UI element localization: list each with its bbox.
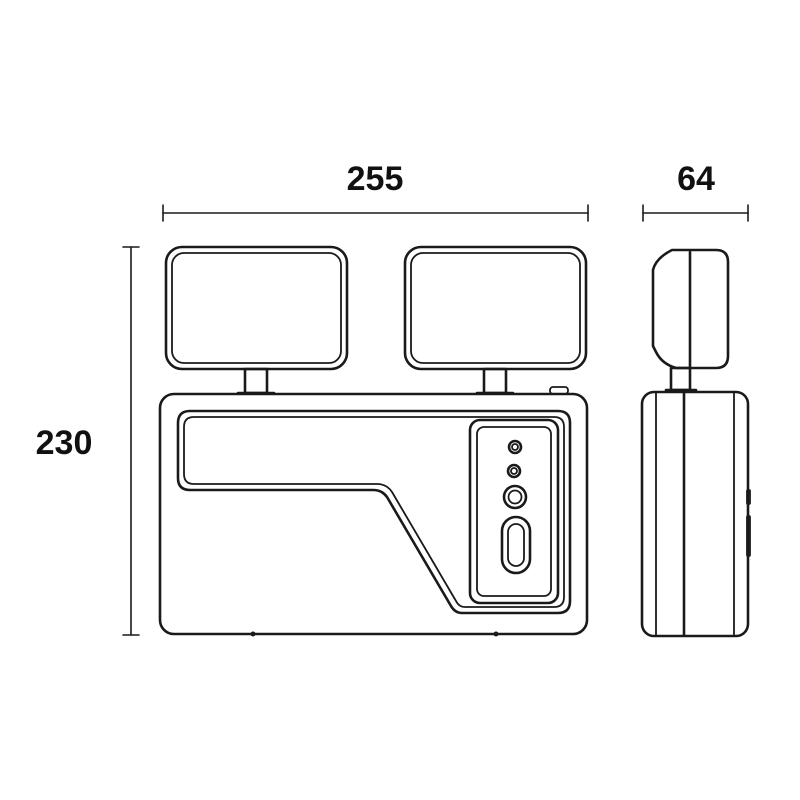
left-lamp-inner	[171, 252, 342, 364]
depth-dimension: 64	[642, 160, 749, 222]
test-button	[502, 484, 528, 510]
left-lamp-outer	[164, 245, 349, 371]
left-stem-post	[243, 367, 269, 395]
switch-inner	[507, 523, 525, 567]
left-lamp-head	[164, 245, 349, 371]
side-lamp-head	[651, 248, 730, 370]
test-button-core	[507, 489, 523, 505]
left-lamp-stem	[236, 367, 276, 395]
height-label: 230	[36, 424, 93, 462]
side-body-outer	[640, 390, 750, 638]
indicator-led-2	[506, 463, 522, 479]
right-stem-post	[482, 367, 508, 395]
side-stem-post	[669, 366, 692, 392]
front-view	[158, 245, 589, 637]
indicator-led-1-core	[511, 443, 519, 451]
width-label: 255	[347, 160, 404, 198]
left-foot	[250, 631, 256, 637]
side-lamp-stem	[664, 366, 698, 392]
switch-outer	[500, 515, 532, 575]
right-lamp-inner	[410, 252, 581, 364]
side-vent-1	[746, 489, 751, 505]
sign-panel-inner	[183, 416, 565, 608]
side-body	[640, 390, 751, 638]
width-dimension: 255	[162, 160, 589, 222]
side-lamp-outer	[651, 248, 730, 370]
height-dimension: 230	[36, 246, 140, 636]
indicator-led-1	[507, 439, 523, 455]
sign-panel-outer	[176, 409, 572, 615]
right-foot	[493, 631, 499, 637]
right-lamp-head	[403, 245, 588, 371]
control-panel-outer	[468, 418, 560, 605]
control-panel	[468, 418, 560, 605]
right-lamp-stem	[475, 367, 515, 395]
side-vent-2	[746, 515, 751, 557]
depth-label: 64	[677, 160, 715, 198]
main-body	[158, 392, 589, 636]
side-view	[640, 248, 751, 638]
right-lamp-outer	[403, 245, 588, 371]
control-panel-inner	[476, 426, 552, 597]
indicator-led-2-core	[510, 467, 518, 475]
